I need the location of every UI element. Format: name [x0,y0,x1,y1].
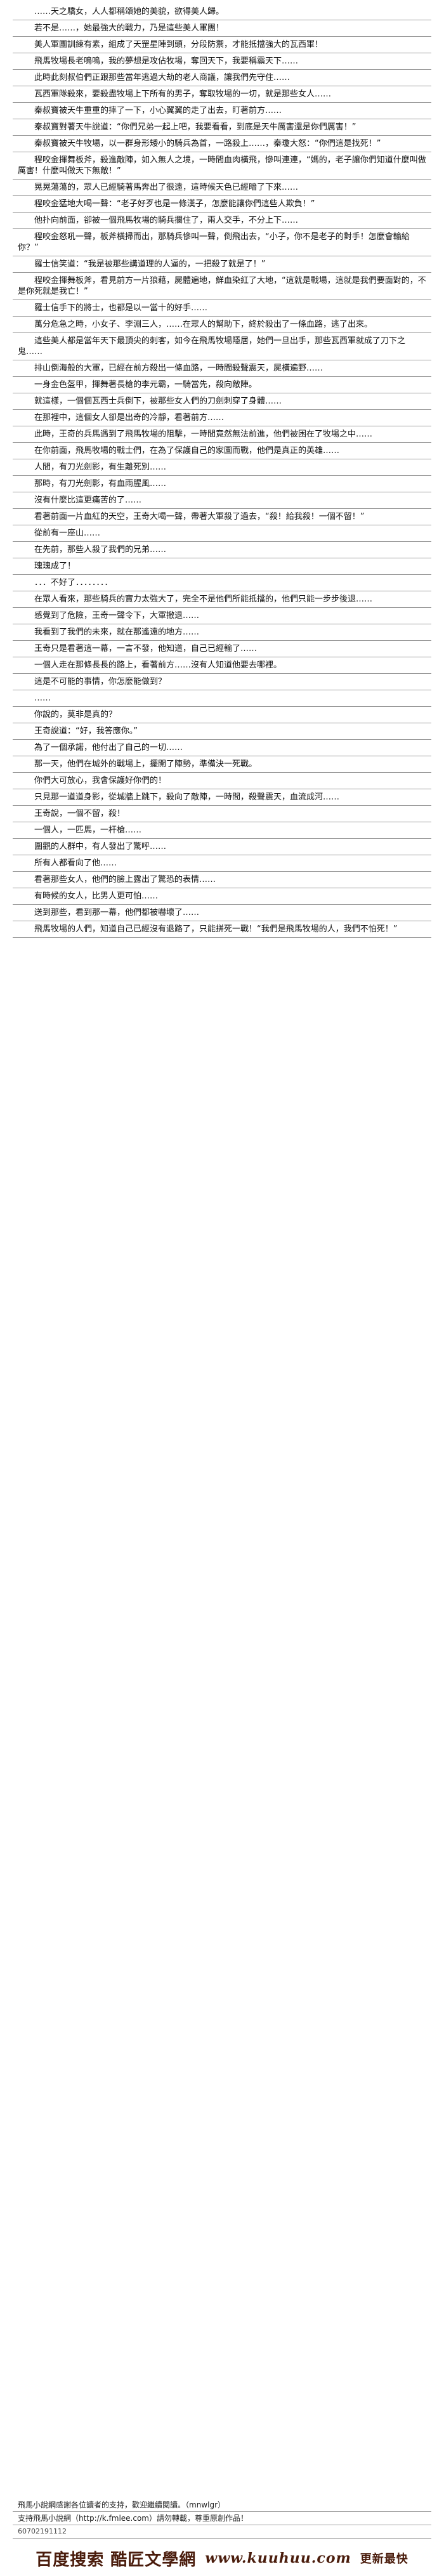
paragraph: 萬分危急之時，小女子、李淵三人，……在眾人的幫助下，終於殺出了一條血路，逃了出來… [13,317,431,333]
paragraph: 只見那一道道身影，從城牆上跳下，殺向了敵陣，一時間，殺聲震天，血流成河…… [13,789,431,806]
paragraph: …… [13,690,431,707]
paragraph: 秦叔寶對著天牛說道：“你們兄弟一起上吧，我要看看，到底是天牛厲害還是你們厲害！” [13,119,431,136]
paragraph: 此時此刻叔伯們正跟那些當年逃過大劫的老人商議，讓我們先守住…… [13,70,431,86]
paragraph: 你說的，莫非是真的？ [13,707,431,723]
paragraph: 從前有一座山…… [13,525,431,542]
banner-search-text: 百度搜索 酷匠文學網 [36,2550,197,2570]
paragraph: 沒有什麼比這更痛苦的了…… [13,492,431,509]
paragraph: 美人軍團訓練有素，組成了天罡星陣到頭，分段防禦，才能抵擋強大的瓦西軍！ [13,37,431,53]
paragraph: 那一天，他們在城外的戰場上，擺開了陣勢，準備決一死戰。 [13,756,431,773]
paragraph: 送到那些，看到那一幕，他們都被嚇壞了…… [13,905,431,921]
paragraph: 秦叔寶被天牛牧場，以一群身形矮小的騎兵為首，一路殺上……，秦瓊大怒：“你們這是找… [13,136,431,152]
paragraph: 我看到了我們的未來，就在那遙遠的地方…… [13,624,431,641]
banner-url[interactable]: www.kuuhuu.com [205,2550,351,2566]
footer-support-link[interactable]: 支持飛馬小說網（http://k.fmlee.com）請勿轉載，尊重原創作品！ [13,2512,431,2525]
paragraph: 在你前面，飛馬牧場的戰士們，在為了保護自己的家園而戰，他們是真正的英雄…… [13,443,431,459]
paragraph: 這是不可能的事情，你怎麼能做到？ [13,674,431,690]
paragraph: 瑰瑰成了！ [13,558,431,575]
paragraph: 看著前面一片血紅的天空，王奇大喝一聲，帶著大軍殺了過去，“殺！給我殺！一個不留！… [13,509,431,525]
paragraph: 為了一個承諾，他付出了自己的一切…… [13,740,431,756]
paragraph: 在眾人看來，那些騎兵的實力太強大了，完全不是他們所能抵擋的，他們只能一步步後退…… [13,591,431,608]
paragraph: 程咬金怒吼一聲，板斧橫掃而出，那騎兵慘叫一聲，倒飛出去，“小子，你不是老子的對手… [13,229,431,256]
paragraph: 一個人走在那條長長的路上，看著前方……沒有人知道他要去哪裡。 [13,657,431,674]
paragraph: 有時候的女人，比男人更可怕…… [13,888,431,905]
paragraph: 程咬金揮舞板斧，看見前方一片狼藉，屍體遍地，鮮血染紅了大地，“這就是戰場，這就是… [13,273,431,300]
banner-tagline: 更新最快 [360,2553,408,2566]
paragraph: 在先前，那些人殺了我們的兄弟…… [13,542,431,558]
paragraph: ……天之驕女，人人都稱頌她的美貌，欲得美人歸。 [13,4,431,20]
paragraph: 飛馬牧場的人們，知道自己已經沒有退路了，只能拼死一戰！“我們是飛馬牧場的人，我們… [13,921,431,938]
paragraph: 那時，有刀光劍影，有血雨腥風…… [13,476,431,492]
paragraph: 感覺到了危險，王奇一聲令下，大軍撤退…… [13,608,431,624]
paragraph: 人間，有刀光劍影，有生離死別…… [13,459,431,476]
paragraph: 在那裡中，這個女人卻是出奇的冷靜，看著前方…… [13,410,431,426]
paragraph: 晃晃蕩蕩的，眾人已經騎著馬奔出了很遠，這時候天色已經暗了下來…… [13,180,431,196]
paragraph: 排山倒海般的大軍，已經在前方殺出一條血路，一時間殺聲震天，屍橫遍野…… [13,360,431,377]
paragraph-list: ……天之驕女，人人都稱頌她的美貌，欲得美人歸。若不是……，她最強大的戰力，乃是這… [0,0,444,938]
paragraph: 王奇說，一個不留，殺！ [13,806,431,822]
paragraph: 你們大可放心，我會保護好你們的！ [13,773,431,789]
paragraph: 這些美人都是當年天下最頂尖的刺客，如今在飛馬牧場隱居，她們一旦出手，那些瓦西軍就… [13,333,431,360]
paragraph: 王奇說道：“好，我答應你。” [13,723,431,740]
paragraph: 一身金色盔甲，揮舞著長槍的李元霸，一騎當先，殺向敵陣。 [13,377,431,393]
site-banner[interactable]: 百度搜索 酷匠文學網 www.kuuhuu.com 更新最快 [0,2546,444,2571]
paragraph: 他扑向前面，卻被一個飛馬牧場的騎兵攔住了，兩人交手，不分上下…… [13,213,431,229]
paragraph: 此時，王奇的兵馬遇到了飛馬牧場的阻擊，一時間竟然無法前進，他們被困在了牧場之中…… [13,426,431,443]
paragraph: 所有人都看向了他…… [13,855,431,872]
paragraph: 王奇只是看著這一幕，一言不發，他知道，自己已經輸了…… [13,641,431,657]
paragraph: 就這樣，一個個瓦西士兵倒下，被那些女人們的刀劍刺穿了身體…… [13,393,431,410]
page-footer: 飛馬小說網感謝各位讀者的支持，歡迎繼續閱讀。（mnwlgr） 支持飛馬小說網（h… [13,2499,431,2539]
paragraph: 秦叔寶被天牛重重的摔了一下，小心翼翼的走了出去，盯著前方…… [13,103,431,119]
paragraph: 程咬金揮舞板斧，殺進敵陣，如入無人之境，一時間血肉橫飛，慘叫連連，“媽的，老子讓… [13,152,431,180]
paragraph: 羅士信笑道：“我是被那些講道理的人逼的，一把殺了就是了！” [13,256,431,273]
paragraph: ．．．不好了．．．．．．．． [13,575,431,591]
paragraph: 若不是……，她最強大的戰力，乃是這些美人軍團！ [13,20,431,37]
paragraph: 飛馬牧場長老鳴嗚，我的夢想是攻佔牧場，奪回天下，我要稱霸天下…… [13,53,431,70]
paragraph: 程咬金猛地大喝一聲：“老子好歹也是一條漢子，怎麼能讓你們這些人欺負！” [13,196,431,213]
footer-note: 飛馬小說網感謝各位讀者的支持，歡迎繼續閱讀。（mnwlgr） [13,2499,431,2512]
footer-id: 60702191112 [13,2525,431,2539]
paragraph: 圍觀的人群中，有人發出了驚呼…… [13,839,431,855]
paragraph: 羅士信手下的將士，也都是以一當十的好手…… [13,300,431,317]
paragraph: 瓦西軍隊殺來，要殺盡牧場上下所有的男子，奪取牧場的一切，就是那些女人…… [13,86,431,103]
paragraph: 看著那些女人，他們的臉上露出了驚恐的表情…… [13,872,431,888]
paragraph: 一個人，一匹馬，一杆槍…… [13,822,431,839]
